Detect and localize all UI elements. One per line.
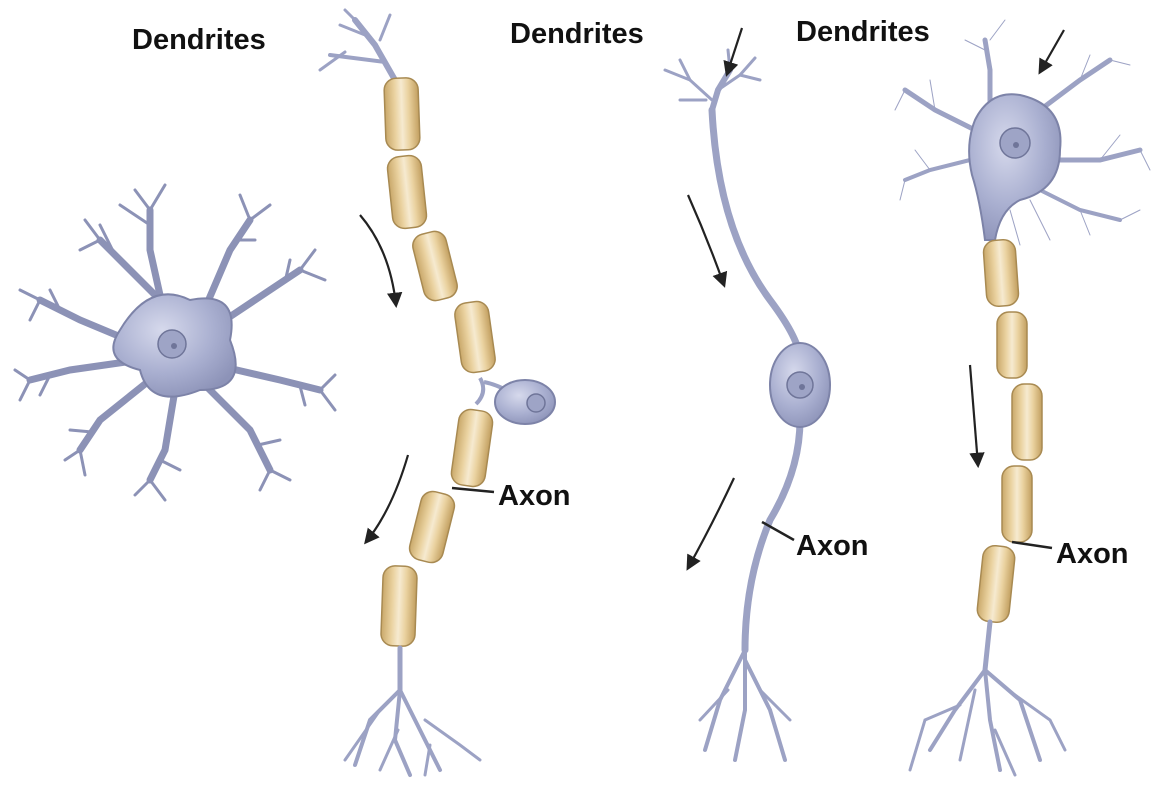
- motor-neuron: [895, 20, 1150, 775]
- bipolar-neuron: [665, 50, 830, 760]
- arrow-1: [360, 215, 396, 305]
- dendrites-label-2: Dendrites: [510, 20, 644, 49]
- arrow-7: [970, 365, 978, 465]
- axon-label-1: Axon: [498, 482, 571, 511]
- multipolar-neuron: [15, 185, 335, 500]
- dendrites-label-3: Dendrites: [796, 18, 930, 47]
- pseudounipolar-neuron: [320, 10, 555, 775]
- arrow-5: [688, 478, 734, 568]
- axon-label-3: Axon: [1056, 540, 1129, 569]
- axon-label-2: Axon: [796, 532, 869, 561]
- arrow-4: [688, 195, 724, 285]
- arrow-2: [366, 455, 408, 542]
- dendrites-label-1: Dendrites: [132, 26, 266, 55]
- arrow-6: [1040, 30, 1064, 72]
